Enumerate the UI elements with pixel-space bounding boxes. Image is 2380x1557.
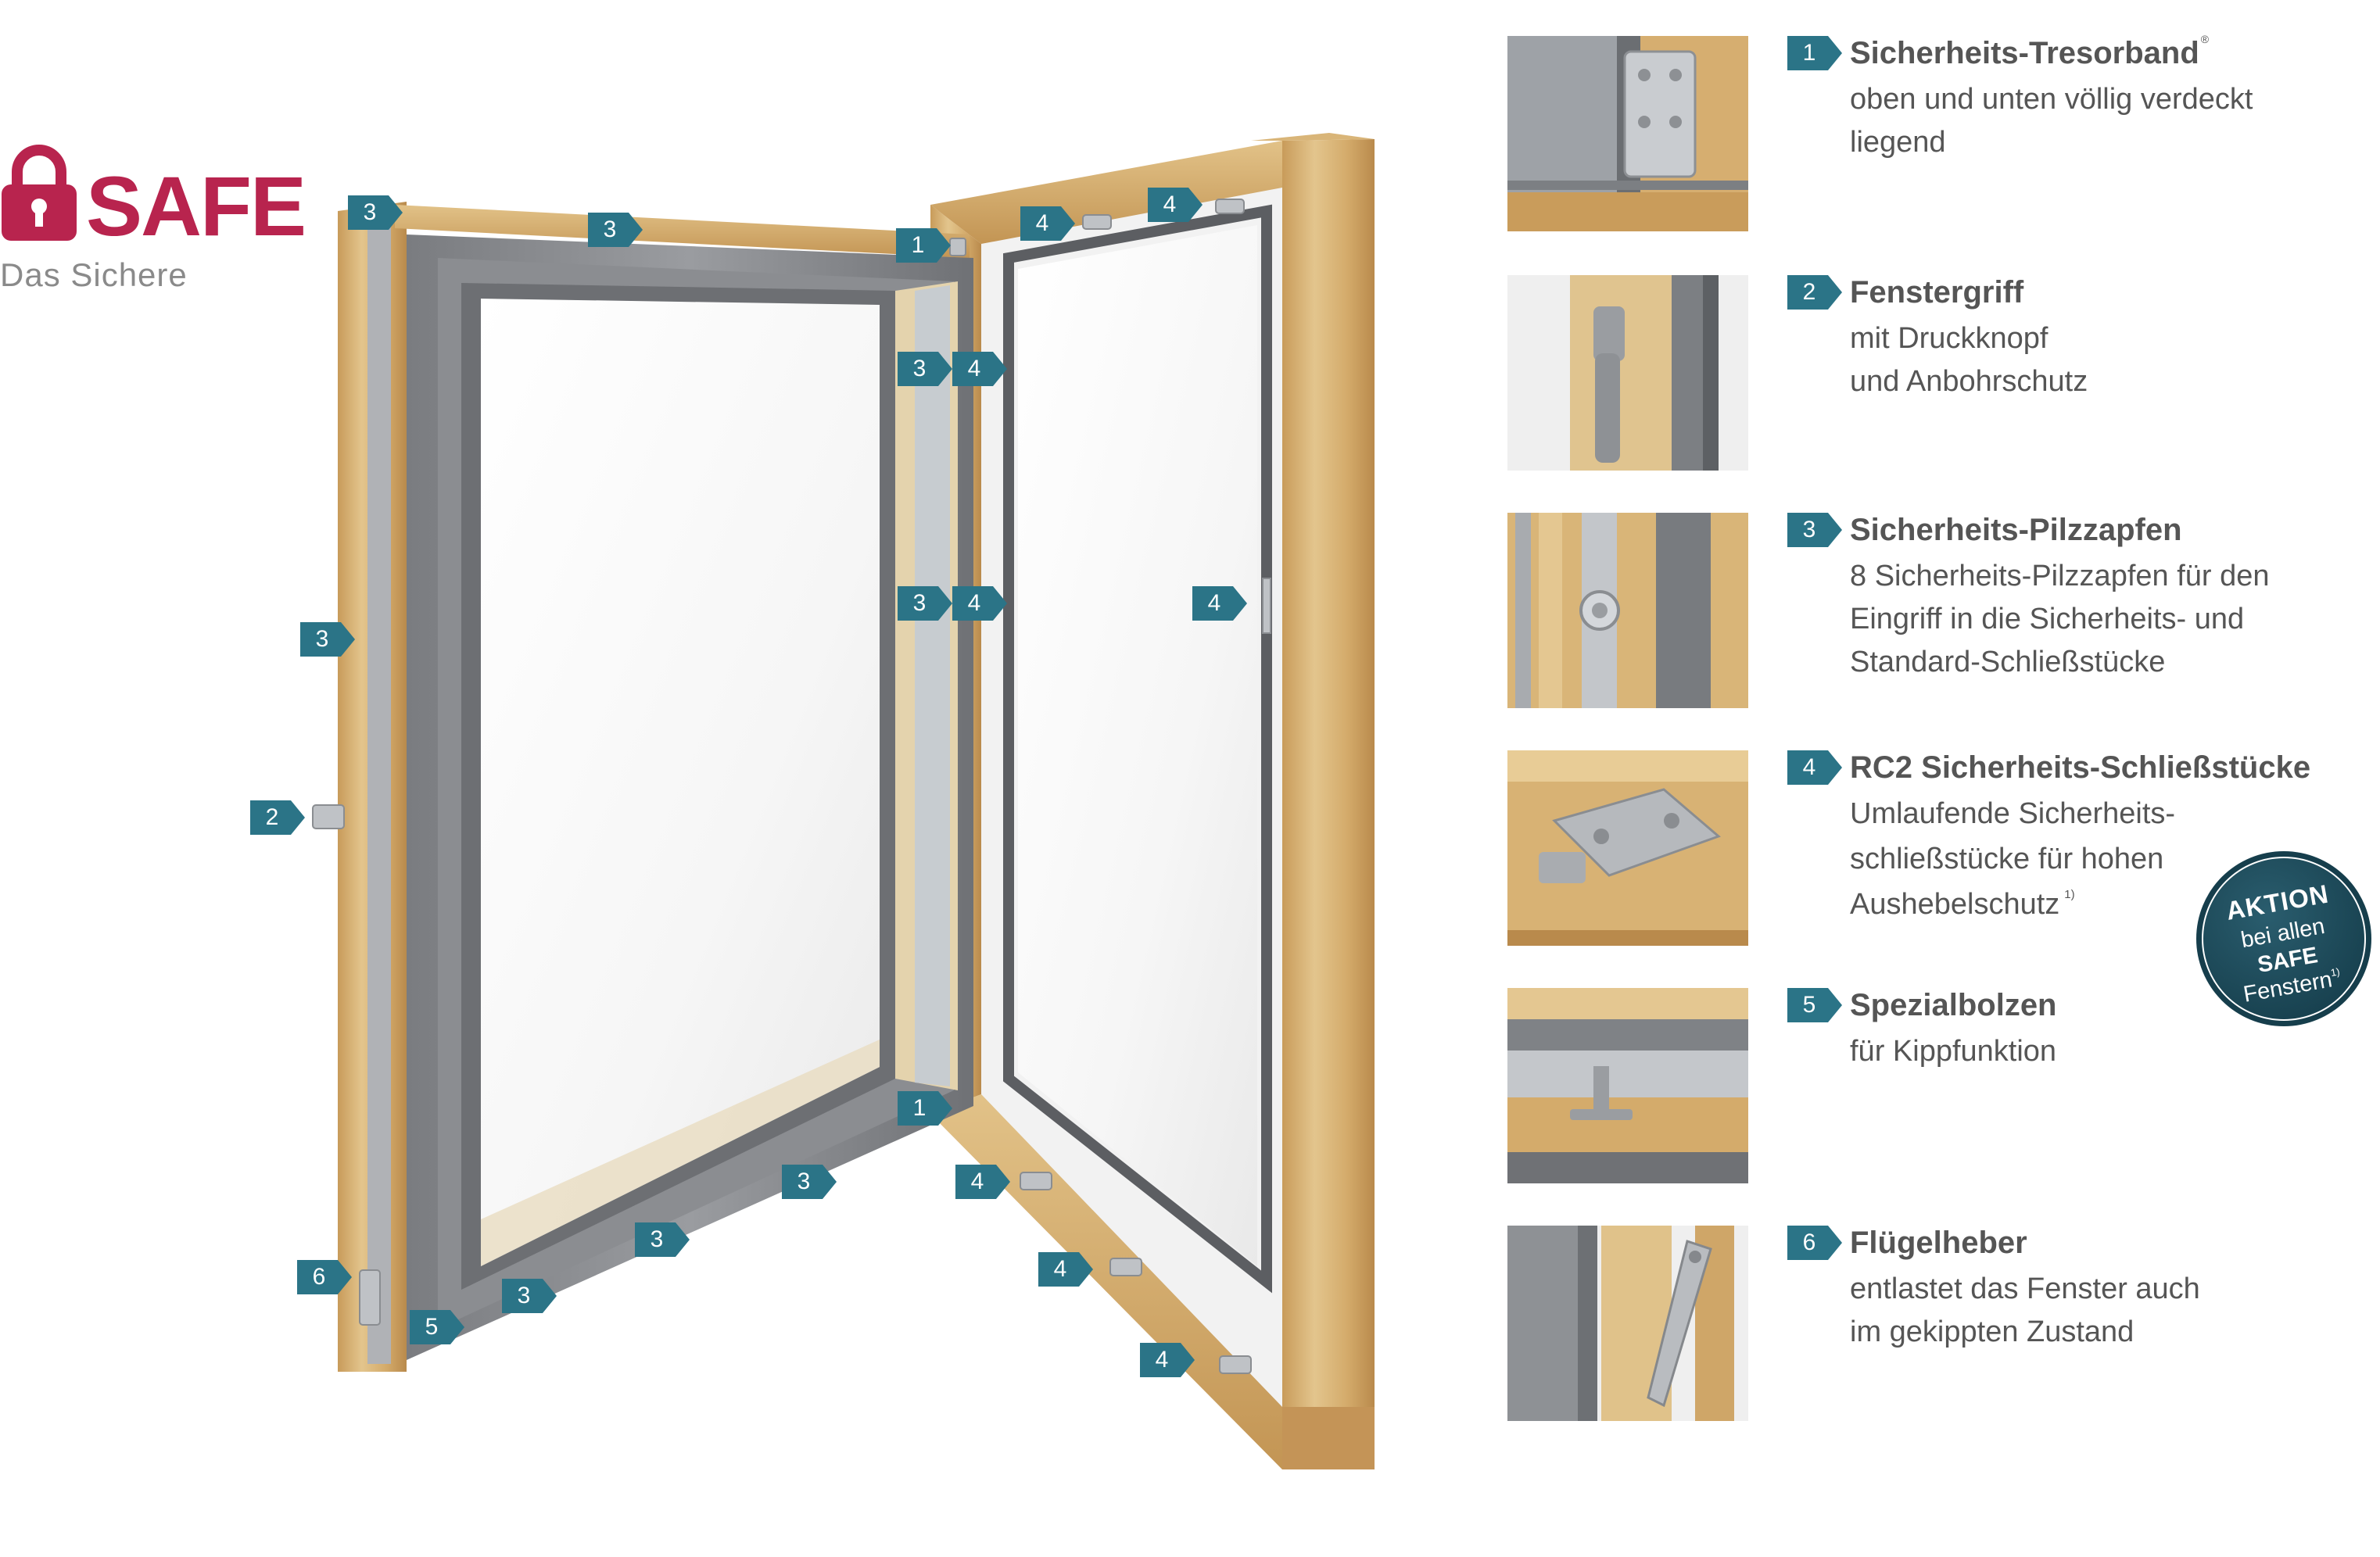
aktion-badge: AKTION bei allen SAFE Fenstern1): [2193, 848, 2375, 1029]
legend-title-6: Flügelheber: [1850, 1226, 2027, 1260]
legend-text: für Kippfunktion: [1850, 1035, 2057, 1068]
marker-4: 4: [1020, 206, 1075, 241]
marker-3: 3: [300, 622, 355, 657]
marker-6: 6: [297, 1260, 352, 1294]
legend-item-6: 6 Flügelheber entlastet das Fenster auch…: [1507, 1226, 2367, 1429]
marker-5: 5: [410, 1310, 464, 1344]
thumb-tresorband: [1507, 36, 1748, 231]
legend-text: entlastet das Fenster auch: [1850, 1272, 2200, 1305]
outer-frame: [930, 133, 1375, 1469]
legend-text: Umlaufende Sicherheits-: [1850, 797, 2176, 830]
marker-4: 4: [1192, 586, 1247, 621]
legend-text: Eingriff in die Sicherheits- und: [1850, 603, 2245, 635]
legend-text: liegend: [1850, 126, 1946, 159]
footnote-mark: 1): [2064, 888, 2075, 901]
legend-title-3: Sicherheits-Pilzzapfen: [1850, 513, 2182, 547]
marker-1: 1: [896, 228, 951, 263]
marker-4: 4: [1038, 1252, 1093, 1287]
marker-3: 3: [782, 1165, 837, 1199]
legend-text: und Anbohrschutz: [1850, 365, 2088, 398]
brand-tagline: Das Sichere: [0, 256, 188, 293]
registered-mark: ®: [2200, 33, 2210, 45]
legend-title-2: Fenstergriff: [1850, 275, 2024, 310]
thumb-fenstergriff: [1507, 275, 1748, 471]
marker-4: 4: [952, 586, 1007, 621]
marker-3: 3: [588, 213, 643, 247]
legend-text: 8 Sicherheits-Pilzzapfen für den: [1850, 560, 2270, 592]
marker-1: 1: [898, 1091, 952, 1126]
footnote-mark: 1): [2329, 965, 2341, 979]
legend-item-1: 1 Sicherheits-Tresorband® oben und unten…: [1507, 33, 2367, 239]
marker-4: 4: [1140, 1343, 1195, 1377]
legend-item-2: 2 Fenstergriff mit Druckknopf und Anbohr…: [1507, 275, 2367, 478]
marker-2: 2: [250, 800, 305, 835]
safe-logo: SAFE Das Sichere: [0, 141, 313, 297]
legend-text: im gekippten Zustand: [1850, 1315, 2134, 1348]
legend-title-5: Spezialbolzen: [1850, 988, 2057, 1022]
legend-text: oben und unten völlig verdeckt: [1850, 83, 2253, 116]
legend-text: mit Druckknopf: [1850, 322, 2048, 355]
legend-item-5: 5 Spezialbolzen für Kippfunktion: [1507, 988, 2367, 1191]
legend-item-3: 3 Sicherheits-Pilzzapfen 8 Sicherheits-P…: [1507, 513, 2367, 716]
marker-3: 3: [348, 195, 403, 230]
marker-4: 4: [952, 352, 1007, 386]
thumb-schliessstuecke: [1507, 750, 1748, 946]
thumb-spezialbolzen: [1507, 988, 1748, 1183]
marker-3: 3: [635, 1222, 690, 1257]
window-illustration: [312, 133, 1375, 1469]
legend-title-1: Sicherheits-Tresorband®: [1850, 33, 2210, 70]
legend-item-4: 4 RC2 Sicherheits-Schließstücke Umlaufen…: [1507, 750, 2367, 954]
hardware-parts: [312, 199, 1271, 1374]
marker-4: 4: [955, 1165, 1010, 1199]
legend-title-4: RC2 Sicherheits-Schließstücke: [1850, 750, 2311, 785]
window-sash: [338, 202, 973, 1372]
padlock-icon: [2, 145, 77, 241]
marker-3: 3: [502, 1279, 557, 1313]
marker-3: 3: [898, 586, 952, 621]
legend-text: schließstücke für hohen: [1850, 843, 2164, 875]
thumb-pilzzapfen: [1507, 513, 1748, 708]
marker-3: 3: [898, 352, 952, 386]
thumb-fluegelheber: [1507, 1226, 1748, 1421]
marker-4: 4: [1148, 188, 1203, 222]
brand-name: SAFE: [86, 159, 306, 253]
legend-text: Standard-Schließstücke: [1850, 646, 2166, 678]
